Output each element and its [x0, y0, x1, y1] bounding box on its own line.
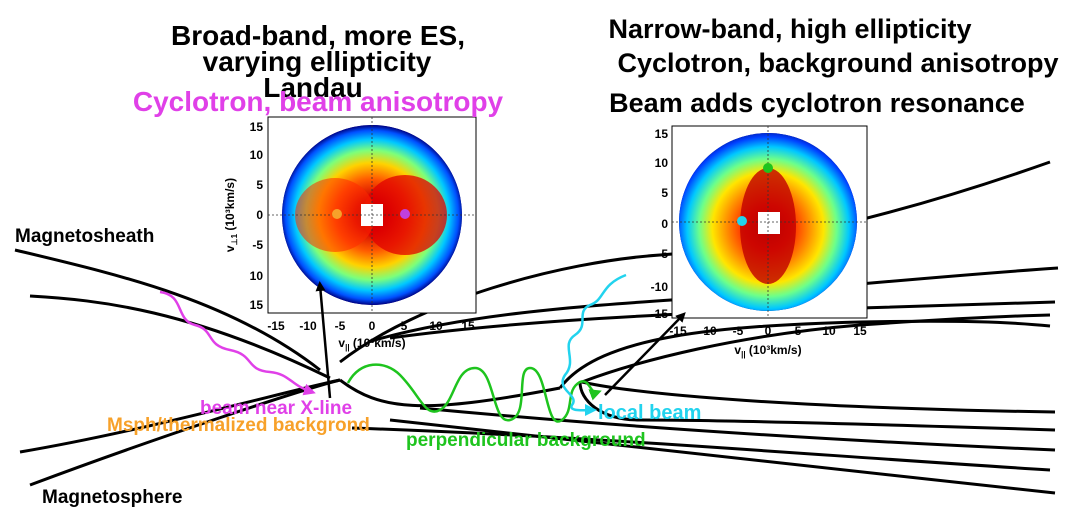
field-line: [558, 319, 1051, 389]
x-tick: 0: [765, 324, 772, 338]
y-tick: 5: [661, 186, 668, 200]
y-tick: -5: [657, 247, 668, 261]
magenta-beam-wave: [159, 290, 316, 396]
y-tick: 10: [250, 148, 264, 162]
x-tick: -10: [699, 324, 717, 338]
left-plot-xlabel: v|| (10³km/s): [338, 336, 405, 352]
right-header-line-1: Narrow-band, high ellipticity: [608, 14, 971, 44]
field-line: [351, 426, 1051, 472]
left-header-line-2: varying ellipticity: [203, 46, 432, 77]
left-plot-ylabel: v⊥1 (10³km/s): [223, 178, 239, 252]
cyan-local-beam-wave: [561, 273, 627, 417]
x-tick: -15: [267, 319, 285, 333]
left-velocity-distribution-plot: 15 10 5 0 -5 10 15 -15 -10 -5 0 5 10 15 …: [223, 116, 477, 352]
magnetosheath-label: Magnetosheath: [15, 226, 154, 247]
y-tick: 15: [250, 120, 264, 134]
x-tick: -5: [733, 324, 744, 338]
x-tick: -5: [335, 319, 346, 333]
y-tick: 15: [250, 298, 264, 312]
x-tick: 5: [795, 324, 802, 338]
y-tick: 0: [661, 217, 668, 231]
right-velocity-distribution-plot: 15 10 5 0 -5 -10 -15 -15 -10 -5 0 5 10 1…: [651, 125, 868, 359]
orange-background-dot: [332, 209, 342, 219]
cyan-beam-dot: [737, 216, 747, 226]
right-header-line-3: Beam adds cyclotron resonance: [609, 88, 1025, 118]
y-tick: 10: [250, 269, 264, 283]
x-tick: 0: [369, 319, 376, 333]
y-tick: -15: [651, 307, 669, 321]
x-tick: 10: [429, 319, 443, 333]
x-tick: 15: [461, 319, 475, 333]
msph-background-label: Msph/thermalized backgrond: [107, 415, 370, 436]
y-tick: 5: [256, 178, 263, 192]
left-plot-pointer-arrow: [315, 281, 332, 399]
x-tick: 10: [822, 324, 836, 338]
left-header: Broad-band, more ES, varying ellipticity…: [133, 20, 504, 117]
y-tick: 0: [256, 208, 263, 222]
left-header-line-3: Landau: [263, 72, 363, 103]
field-line: [29, 378, 341, 487]
x-tick: 15: [853, 324, 867, 338]
perpendicular-background-label: perpendicular background: [406, 430, 646, 451]
field-line: [29, 294, 331, 380]
y-tick: -5: [252, 238, 263, 252]
y-tick: 15: [655, 127, 669, 141]
field-line: [339, 378, 561, 408]
right-header-line-2: Cyclotron, background anisotropy: [617, 48, 1058, 78]
green-perpendicular-wave: [346, 363, 602, 423]
magenta-beam-dot: [400, 209, 410, 219]
right-plot-pointer-arrow: [604, 312, 686, 396]
field-line: [581, 313, 1051, 384]
beam-near-xline-label: beam near X-line: [200, 398, 352, 419]
left-header-line-1: Broad-band, more ES,: [171, 20, 465, 51]
left-header-line-4: Cyclotron, beam anisotropy: [133, 86, 504, 117]
y-tick: 10: [655, 156, 669, 170]
x-tick: -15: [669, 324, 687, 338]
right-plot-xlabel: v|| (10³km/s): [734, 343, 801, 359]
y-tick: -10: [651, 280, 669, 294]
x-tick: -10: [299, 319, 317, 333]
x-tick: 5: [401, 319, 408, 333]
field-line: [14, 248, 321, 372]
field-line: [389, 418, 1056, 495]
magnetosphere-label: Magnetosphere: [42, 487, 182, 508]
right-header: Narrow-band, high ellipticity Cyclotron,…: [608, 14, 1058, 118]
green-background-dot: [763, 163, 773, 173]
local-beam-label: local beam: [598, 402, 701, 424]
center-hole: [758, 212, 780, 234]
field-line: [419, 406, 1056, 452]
